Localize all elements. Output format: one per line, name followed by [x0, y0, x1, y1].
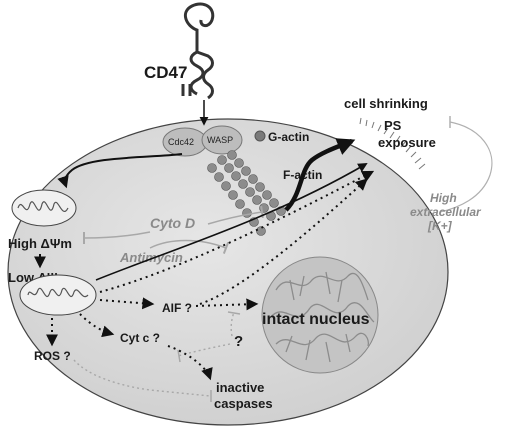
- cell-shrinking-label: cell shrinking: [344, 96, 428, 111]
- k-plus-label: [K+]: [427, 219, 453, 233]
- caspases-label: caspases: [214, 396, 273, 411]
- question-label: ?: [234, 333, 243, 350]
- k-plus-inhibitor-line: [439, 121, 493, 213]
- question-aif-tee: [227, 311, 241, 315]
- high-potential-label: High ΔΨm: [8, 236, 72, 251]
- mito-to-aif-arrow: [99, 297, 155, 310]
- wasp-label: WASP: [207, 135, 233, 145]
- mitochondrion-low: [19, 274, 97, 316]
- high-label: High: [430, 191, 457, 205]
- nucleus: [261, 256, 379, 374]
- question-cytc-tee: [177, 349, 181, 363]
- extracellular-label: extracellular: [410, 205, 482, 219]
- aif-label: AIF ?: [162, 301, 192, 315]
- ros-label: ROS ?: [34, 349, 71, 363]
- exposure-label: exposure: [378, 135, 436, 150]
- inactive-label: inactive: [216, 380, 264, 395]
- cdc42-to-mitochondria-arrow: [57, 153, 183, 189]
- wasp-node: [201, 125, 243, 155]
- cyto-d-label: Cyto D: [150, 215, 195, 231]
- intact-nucleus-label: intact nucleus: [262, 311, 370, 328]
- cdc42-label: Cdc42: [168, 137, 194, 147]
- cyto-d-inhibitor-to-actin: [207, 205, 264, 225]
- g-actin-label: G-actin: [268, 130, 309, 144]
- cyto-d-inhibitor-to-mito: [82, 231, 151, 245]
- ps-label: PS: [384, 118, 402, 133]
- antimycin-inhibitor-line: [149, 239, 230, 254]
- antimycin-label: Antimycin: [119, 250, 183, 265]
- mitochondrion-high: [11, 189, 77, 227]
- ps-exposure-marks: [359, 117, 426, 170]
- cd47-receptor: [181, 2, 215, 100]
- aif-to-nucleus-arrow: [195, 298, 259, 311]
- cd47-label: CD47: [144, 63, 187, 82]
- g-actin-bead: [254, 130, 266, 142]
- f-actin-filaments: [207, 150, 286, 236]
- cyt-c-label: Cyt c ?: [120, 331, 160, 345]
- mitochondria-to-ps-arrow: [95, 163, 368, 281]
- f-actin-to-ps-arrow: [284, 138, 356, 212]
